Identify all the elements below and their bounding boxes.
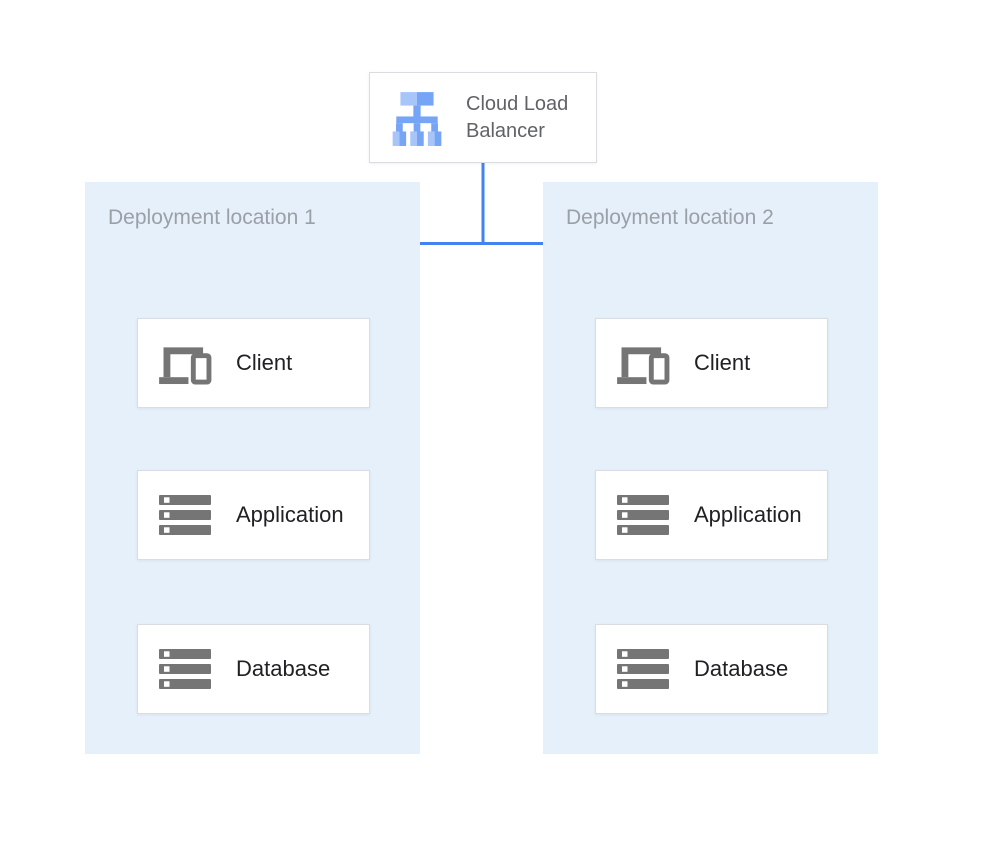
zone-label: Deployment location 2 <box>566 206 774 229</box>
zone-deployment-location-2: Deployment location 2 Client <box>543 182 878 754</box>
client-devices-icon <box>614 342 672 385</box>
node-label: Application <box>694 502 802 527</box>
node-label: Client <box>236 350 293 375</box>
node-label: Database <box>236 656 331 681</box>
node-label: Application <box>236 502 344 527</box>
node-label: Cloud Load Balancer <box>466 92 569 142</box>
node-application-1: Application <box>137 470 370 560</box>
node-client-1: Client <box>137 318 370 408</box>
server-stack-icon <box>156 493 214 537</box>
node-client-2: Client <box>595 318 828 408</box>
zone-deployment-location-1: Deployment location 1 Client <box>85 182 420 754</box>
node-database-1: Database <box>137 624 370 714</box>
node-cloud-load-balancer: Cloud Load Balancer <box>369 72 597 163</box>
node-label: Client <box>694 350 751 375</box>
server-stack-icon <box>614 647 672 691</box>
node-label: Database <box>694 656 789 681</box>
client-devices-icon <box>156 342 214 385</box>
cloud-load-balancer-icon <box>392 91 442 146</box>
node-application-2: Application <box>595 470 828 560</box>
zone-label: Deployment location 1 <box>108 206 316 229</box>
server-stack-icon <box>156 647 214 691</box>
server-stack-icon <box>614 493 672 537</box>
node-database-2: Database <box>595 624 828 714</box>
